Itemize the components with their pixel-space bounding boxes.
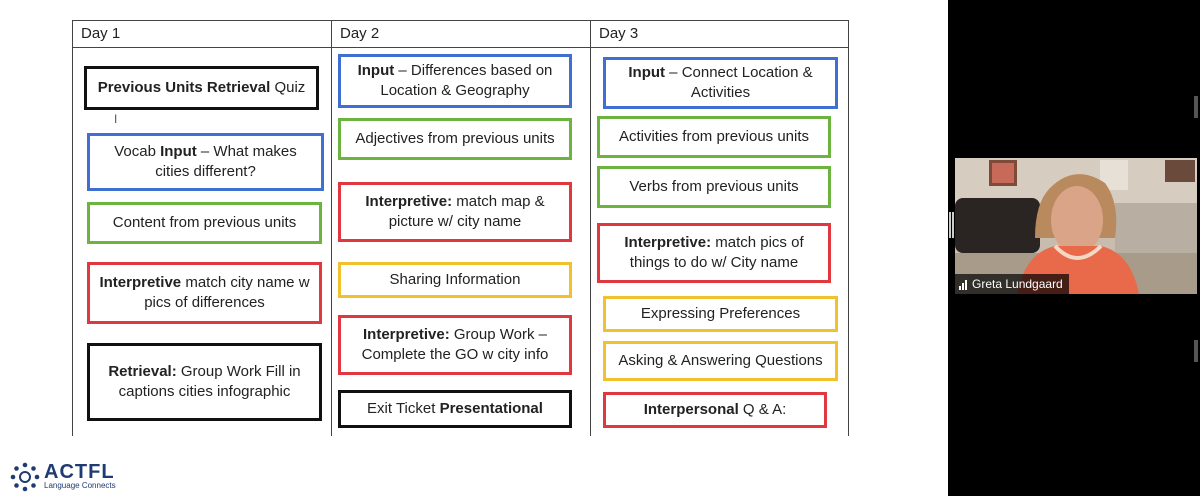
column-divider [590, 20, 591, 436]
scroll-indicator [1194, 340, 1198, 362]
presentation-slide: Day 1 Day 2 Day 3 Previous Units Retriev… [10, 20, 849, 492]
cursor-icon: I [114, 112, 118, 126]
panel-resize-handle[interactable] [949, 212, 951, 238]
day1-vocab-input-box: Vocab Input – What makes cities differen… [87, 133, 324, 191]
actfl-logo: ACTFL Language Connects [10, 462, 116, 492]
day1-interpretive-box: Interpretive match city name w pics of d… [87, 262, 322, 324]
day2-group-work-box: Interpretive: Group Work – Complete the … [338, 315, 572, 375]
column-divider [848, 20, 849, 436]
day1-retrieval-group-box: Retrieval: Group Work Fill in captions c… [87, 343, 322, 421]
actfl-logo-icon [10, 462, 40, 492]
participant-name-tag: Greta Lundgaard [955, 274, 1069, 294]
day2-label: Day 2 [340, 25, 380, 42]
day3-questions-box: Asking & Answering Questions [603, 341, 838, 381]
logo-name: ACTFL [44, 461, 115, 483]
day1-retrieval-quiz-box: Previous Units Retrieval Quiz [84, 66, 319, 110]
participant-name: Greta Lundgaard [972, 277, 1063, 291]
day2-adjectives-box: Adjectives from previous units [338, 118, 572, 160]
day1-label: Day 1 [81, 25, 121, 42]
day3-interpretive-box: Interpretive: match pics of things to do… [597, 223, 831, 283]
day3-header: Day 3 [590, 20, 849, 48]
day1-content-box: Content from previous units [87, 202, 322, 244]
participant-video-tile[interactable]: Greta Lundgaard [955, 158, 1197, 294]
signal-bars-icon [959, 279, 967, 290]
panel-resize-handle[interactable] [952, 212, 954, 238]
scroll-indicator [1194, 96, 1198, 118]
day3-interpersonal-box: Interpersonal Q & A: [603, 392, 827, 428]
day3-activities-box: Activities from previous units [597, 116, 831, 158]
day2-sharing-box: Sharing Information [338, 262, 572, 298]
logo-tagline: Language Connects [44, 481, 116, 490]
column-divider [331, 20, 332, 436]
day2-exit-ticket-box: Exit Ticket Presentational [338, 390, 572, 428]
day3-preferences-box: Expressing Preferences [603, 296, 838, 332]
day3-input-box: Input – Connect Location & Activities [603, 57, 838, 109]
day3-label: Day 3 [599, 25, 639, 42]
day2-interpretive-box: Interpretive: match map & picture w/ cit… [338, 182, 572, 242]
day3-verbs-box: Verbs from previous units [597, 166, 831, 208]
day2-input-box: Input – Differences based on Location & … [338, 54, 572, 108]
day1-header: Day 1 [72, 20, 331, 48]
column-divider [72, 20, 73, 436]
day2-header: Day 2 [331, 20, 590, 48]
